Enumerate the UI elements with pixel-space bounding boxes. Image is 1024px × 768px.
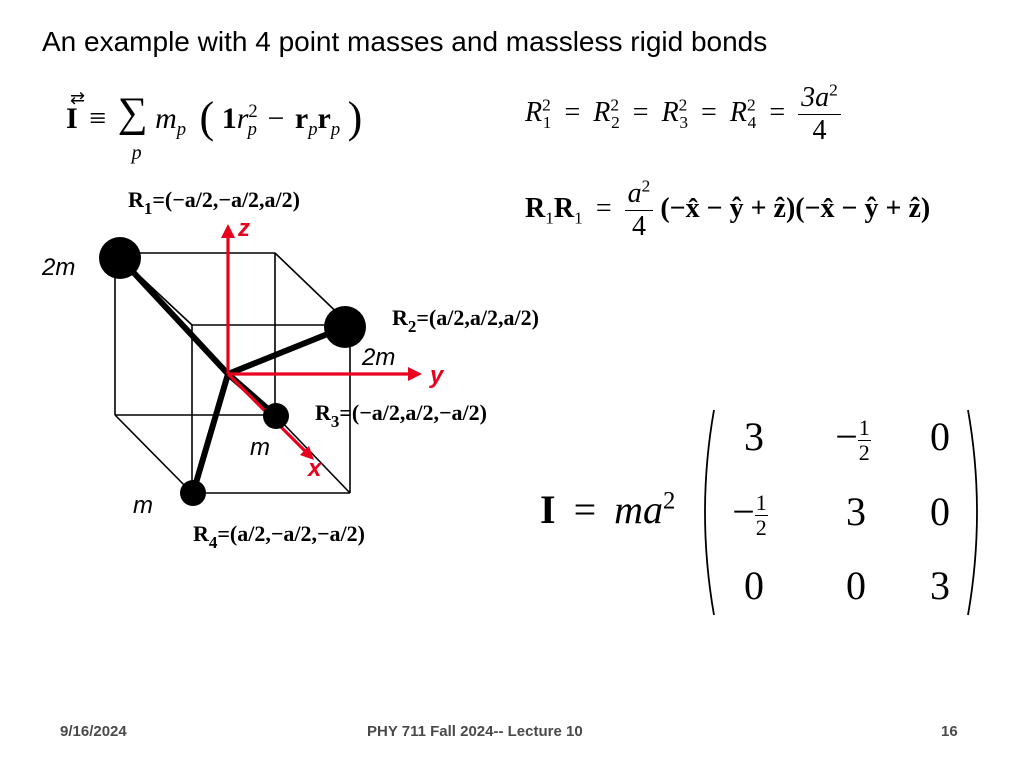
- slide-title: An example with 4 point masses and massl…: [42, 26, 768, 57]
- matrix-cell-0-0: 3: [744, 414, 764, 459]
- inertia-tensor-symbol: ⇄ I: [66, 88, 86, 135]
- position-label-r1: R1=(−a/2,−a/2,a/2): [128, 187, 300, 218]
- matrix-cell-1-2: 0: [930, 489, 950, 534]
- mass-label-2m-2: 2m: [362, 344, 396, 371]
- radii-equation: R21 = R22 = R23 = R24 = 3a2 4: [525, 81, 841, 147]
- position-label-r2: R2=(a/2,a/2,a/2): [392, 305, 539, 336]
- mass-2m-r2: [324, 306, 366, 348]
- footer-page-number: 16: [941, 723, 958, 740]
- x-axis-label: x: [308, 455, 322, 482]
- matrix-brackets: [704, 409, 978, 616]
- sum-operator: ∑ p: [117, 90, 148, 164]
- mass-label-m-3: m: [250, 434, 270, 461]
- matrix-cell-2-2: 3: [930, 563, 950, 608]
- inertia-definition-equation: ⇄ I ≡ ∑ p mp ( 1r2p − rprp ): [66, 88, 363, 164]
- y-axis-label: y: [430, 362, 444, 389]
- r1r1-factor-1: (−x̂ − ŷ + ẑ): [660, 192, 796, 224]
- mass-label-m-4: m: [133, 492, 153, 519]
- mass-2m-r1: [99, 237, 141, 279]
- r1r1-fraction: a2 4: [624, 177, 654, 243]
- dyadic-arrow-icon: ⇄: [70, 88, 86, 108]
- z-axis-label: z: [238, 215, 250, 242]
- radii-fraction: 3a2 4: [798, 81, 841, 147]
- matrix-cell-2-0: 0: [744, 563, 764, 608]
- point-masses: [99, 237, 366, 506]
- r1r1-equation: R1R1 = a2 4 (−x̂ − ŷ + ẑ)(−x̂ − ŷ + ẑ): [525, 176, 931, 243]
- position-label-r4: R4=(a/2,−a/2,−a/2): [193, 521, 365, 552]
- mass-m-r4: [180, 480, 206, 506]
- footer-course: PHY 711 Fall 2024-- Lecture 10: [367, 723, 583, 740]
- matrix-cell-1-1: 3: [846, 489, 866, 534]
- mass-label-2m-1: 2m: [42, 254, 76, 281]
- matrix-cell-2-1: 0: [846, 563, 866, 608]
- mass-m-r3: [263, 403, 289, 429]
- cube-wireframe: [114, 252, 351, 494]
- matrix-cell-0-2: 0: [930, 414, 950, 459]
- position-label-r3: R3=(−a/2,a/2,−a/2): [315, 400, 487, 431]
- inertia-result-lhs: I = ma2: [540, 487, 676, 532]
- footer-date: 9/16/2024: [60, 723, 127, 740]
- r1r1-factor-2: (−x̂ − ŷ + ẑ): [795, 192, 931, 224]
